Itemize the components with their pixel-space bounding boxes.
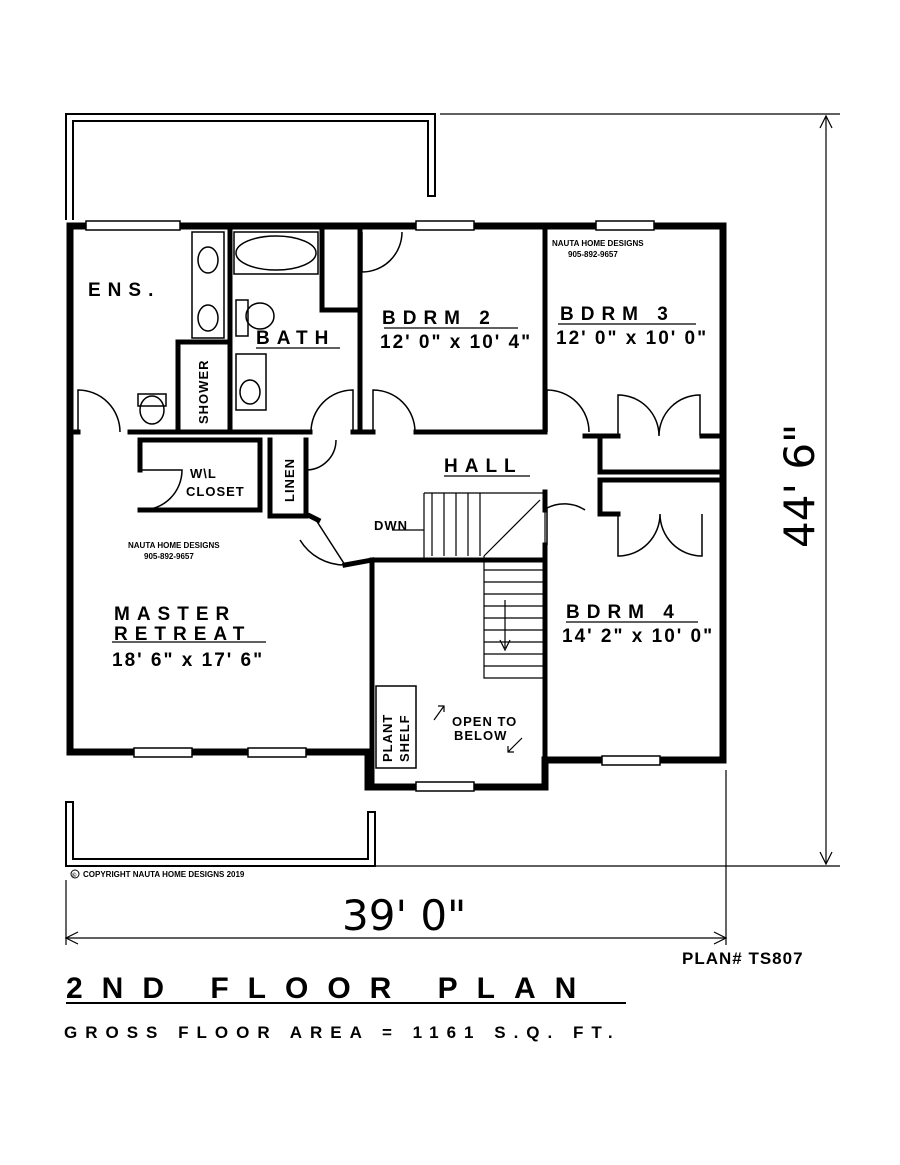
label-bdrm2-size: 12' 0" x 10' 4"	[380, 332, 532, 353]
dimension-lines	[64, 113, 840, 1004]
staircase	[392, 492, 546, 679]
label-master-line1: MASTER	[114, 604, 236, 625]
gross-floor-area: GROSS FLOOR AREA = 1161 S.Q. FT.	[64, 1023, 621, 1042]
door-swings	[77, 231, 703, 566]
windows	[85, 220, 661, 792]
label-open-line2: BELOW	[454, 728, 507, 743]
label-wic-line1: W\L	[190, 466, 217, 481]
label-hall: HALL	[444, 456, 523, 477]
top-balcony	[65, 113, 436, 220]
label-bdrm4-size: 14' 2" x 10' 0"	[562, 626, 714, 647]
depth-dimension: 44' 6"	[775, 424, 824, 548]
designer-name-top: NAUTA HOME DESIGNS	[552, 239, 644, 248]
label-bdrm2-name: BDRM 2	[382, 308, 497, 329]
label-shower: SHOWER	[196, 360, 211, 425]
width-dimension: 39' 0"	[342, 891, 466, 940]
label-ensuite: ENS.	[88, 280, 160, 301]
label-dwn: DWN	[374, 518, 408, 533]
plan-title: 2ND FLOOR PLAN	[66, 972, 595, 1005]
bottom-balcony	[65, 801, 376, 867]
label-open-line1: OPEN TO	[452, 714, 517, 729]
label-bath: BATH	[256, 328, 335, 349]
label-plant-line1: PLANT	[380, 714, 395, 762]
designer-phone-top: 905-892-9657	[568, 250, 618, 259]
label-bdrm4-name: BDRM 4	[566, 602, 681, 623]
designer-name-master: NAUTA HOME DESIGNS	[128, 541, 220, 550]
plan-number: PLAN# TS807	[682, 949, 804, 968]
label-bdrm3-name: BDRM 3	[560, 304, 675, 325]
label-master-line2: RETREAT	[114, 624, 251, 645]
label-plant-line2: SHELF	[397, 714, 412, 762]
label-linen: LINEN	[282, 458, 297, 502]
copyright-text: COPYRIGHT NAUTA HOME DESIGNS 2019	[83, 870, 245, 879]
copyright-mark	[70, 869, 80, 879]
designer-phone-master: 905-892-9657	[144, 552, 194, 561]
fixtures	[137, 231, 417, 769]
label-master-size: 18' 6" x 17' 6"	[112, 650, 264, 671]
label-wic-line2: CLOSET	[186, 484, 245, 499]
label-bdrm3-size: 12' 0" x 10' 0"	[556, 328, 708, 349]
copyright-symbol: ©	[72, 872, 77, 879]
